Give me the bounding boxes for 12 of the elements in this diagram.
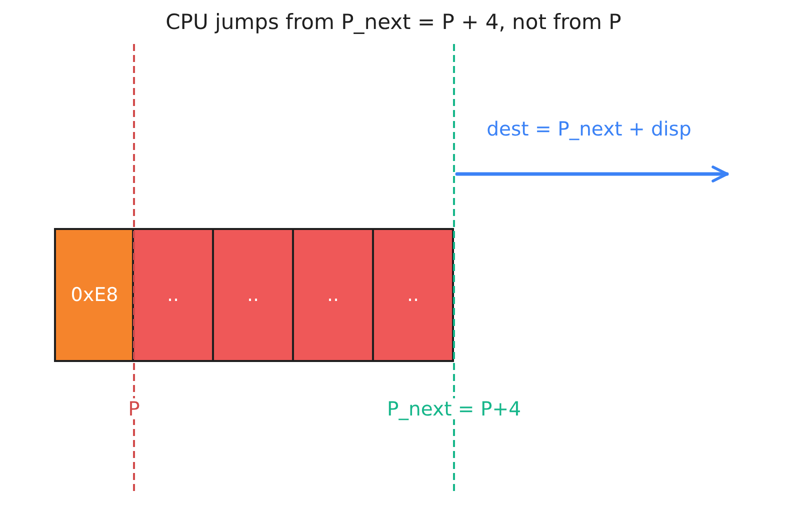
diagram-title: CPU jumps from P_next = P + 4, not from P: [164, 12, 622, 33]
byte-value: ..: [246, 286, 260, 304]
byte-cell: [292, 228, 374, 362]
byte-cell: [212, 228, 294, 362]
byte-cell: [132, 228, 214, 362]
formula-label: dest = P_next + disp: [484, 118, 694, 140]
byte-value: ..: [406, 286, 420, 304]
byte-cell: [54, 228, 135, 362]
byte-value: ..: [166, 286, 180, 304]
byte-cell: [372, 228, 454, 362]
byte-value: ..: [326, 286, 340, 304]
byte-value: 0xE8: [70, 286, 118, 304]
